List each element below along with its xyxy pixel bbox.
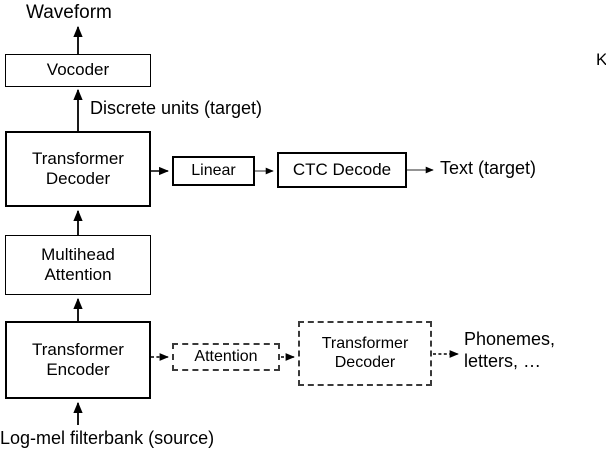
cropped-k-glyph: K — [596, 50, 606, 69]
discrete-units-label: Discrete units (target) — [90, 98, 263, 118]
log-mel-filterbank-label: Log-mel filterbank (source) — [0, 428, 215, 448]
node-transformer-encoder[interactable]: Transformer Encoder — [5, 321, 151, 399]
node-ctc-decode[interactable]: CTC Decode — [277, 152, 407, 188]
text-target-label: Text (target) — [440, 158, 537, 178]
node-vocoder[interactable]: Vocoder — [5, 54, 151, 87]
node-multihead-attention[interactable]: Multihead Attention — [5, 235, 151, 295]
node-linear[interactable]: Linear — [172, 156, 255, 186]
node-transformer-decoder-aux[interactable]: Transformer Decoder — [298, 321, 432, 386]
node-transformer-decoder[interactable]: Transformer Decoder — [5, 131, 151, 207]
node-attention-aux[interactable]: Attention — [172, 343, 280, 371]
waveform-label: Waveform — [26, 2, 112, 23]
phonemes-letters-label: Phonemes, letters, … — [464, 329, 556, 371]
